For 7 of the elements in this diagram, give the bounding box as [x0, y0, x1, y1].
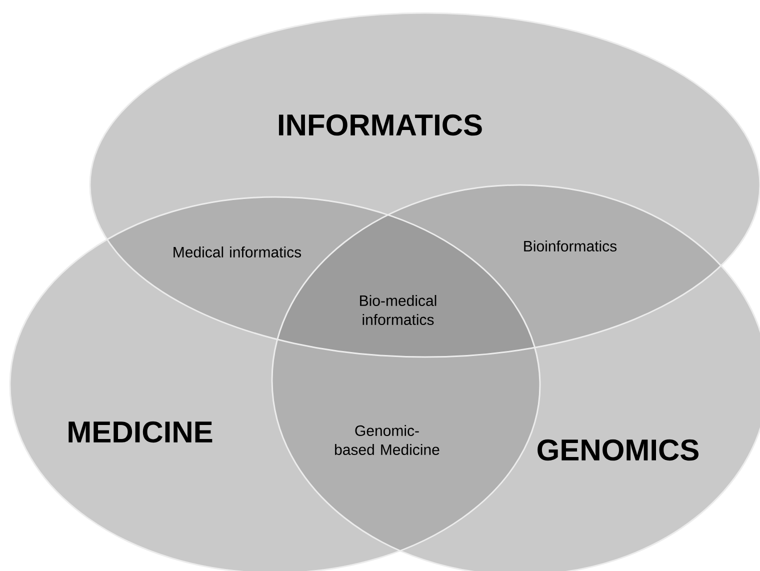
- set-label: INFORMATICS: [278, 114, 482, 136]
- overlap-label: Bioinformatics: [524, 240, 617, 252]
- set-label: MEDICINE: [68, 421, 212, 443]
- overlap-label: Bio-medical informatics: [360, 295, 436, 325]
- overlap-label: Genomic-based Medicine: [335, 425, 440, 455]
- set-label: GENOMICS: [538, 439, 698, 461]
- overlap-label: Medical informatics: [174, 246, 302, 258]
